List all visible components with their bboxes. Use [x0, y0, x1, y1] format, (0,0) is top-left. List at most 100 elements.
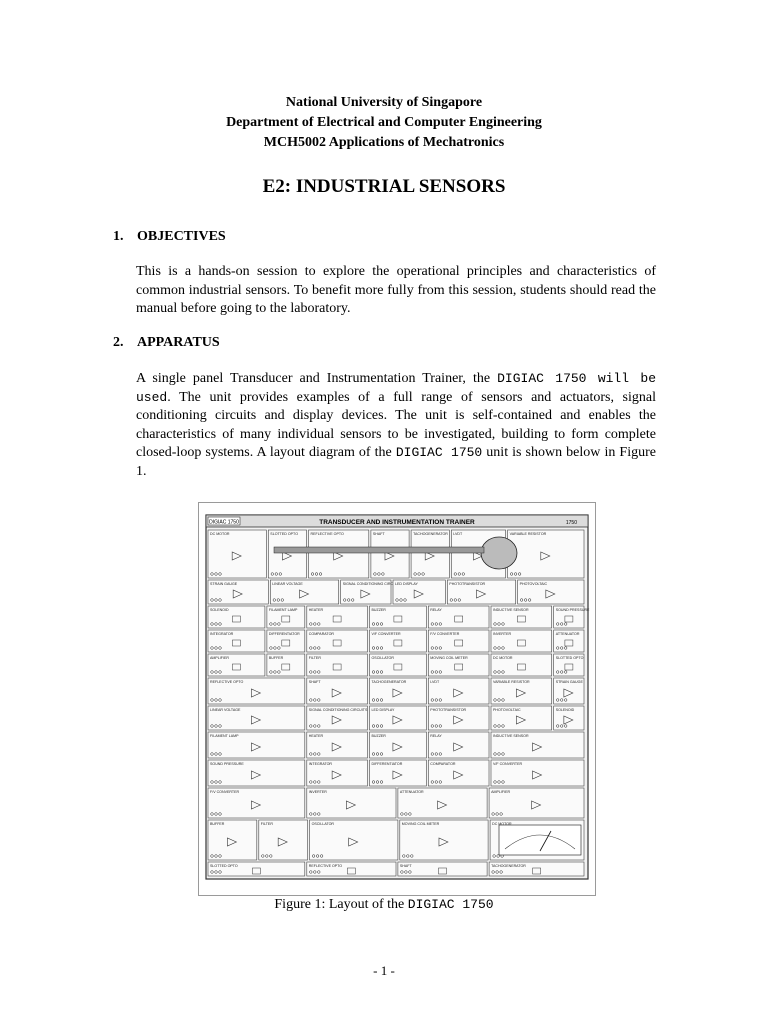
module-label: INTEGRATOR	[309, 762, 333, 766]
socket	[438, 670, 442, 674]
socket	[449, 598, 453, 602]
module-symbol	[540, 551, 551, 561]
module-label: LED DISPLAY	[395, 582, 419, 586]
university-name: National University of Singapore	[285, 95, 483, 110]
socket	[379, 698, 384, 702]
module-symbol	[332, 663, 342, 671]
module-label: SHAFT	[373, 532, 386, 536]
socket	[434, 698, 438, 702]
socket	[269, 622, 273, 626]
socket	[564, 724, 568, 728]
module-box	[306, 629, 368, 653]
module-box	[428, 629, 490, 653]
module-symbol	[331, 742, 342, 752]
module-symbol	[231, 551, 242, 561]
figure-1: DIGIAC 1750 TRANSDUCER AND INSTRUMENTATI…	[198, 502, 596, 896]
socket	[318, 572, 323, 576]
module-symbol	[331, 715, 342, 725]
module-box	[490, 653, 553, 677]
module-label: RELAY	[430, 734, 442, 738]
socket	[214, 780, 218, 784]
module-box	[447, 579, 517, 605]
module-symbol	[252, 867, 261, 875]
socket	[309, 780, 313, 784]
module-symbol	[532, 867, 541, 875]
socket	[277, 622, 281, 626]
socket	[492, 854, 496, 858]
module-symbol	[453, 688, 464, 698]
socket	[317, 646, 321, 650]
socket	[218, 598, 222, 602]
module-box	[553, 629, 585, 653]
module-label: MOVING COIL METER	[430, 656, 468, 660]
socket	[371, 646, 376, 650]
socket	[269, 854, 273, 858]
module-symbol	[360, 589, 371, 599]
socket	[280, 598, 284, 602]
module-symbol	[532, 770, 543, 780]
module-label: DC MOTOR	[210, 532, 230, 536]
module-box	[553, 653, 585, 677]
panel-mark: DIGIAC 1750	[209, 520, 239, 526]
module-symbol	[281, 639, 291, 647]
module-label: PHOTOTRANSISTOR	[430, 708, 466, 712]
socket	[214, 622, 218, 626]
module-symbol	[437, 800, 448, 810]
module-box	[428, 759, 490, 787]
socket	[278, 572, 282, 576]
module-symbol	[517, 615, 526, 623]
module-symbol	[333, 551, 344, 561]
socket	[430, 752, 434, 756]
module-symbol	[331, 688, 342, 698]
socket	[218, 572, 222, 576]
socket	[556, 670, 560, 674]
module-symbol	[232, 615, 241, 623]
module-label: LVDT	[453, 532, 463, 536]
module-symbol	[545, 589, 556, 599]
section-heading-objectives: 1.OBJECTIVES	[113, 229, 226, 245]
socket	[351, 598, 355, 602]
module-label: ATTENUATOR	[556, 632, 580, 636]
socket	[438, 752, 442, 756]
module-box	[553, 605, 585, 629]
module-symbol	[232, 589, 243, 599]
socket	[214, 752, 218, 756]
socket	[309, 724, 313, 728]
socket	[214, 646, 218, 650]
module-label: DC MOTOR	[492, 822, 512, 826]
module-label: SHAFT	[309, 680, 322, 684]
meter-needle	[539, 830, 552, 852]
socket	[402, 854, 406, 858]
socket	[399, 598, 403, 602]
caption-code: DIGIAC 1750	[407, 897, 494, 912]
socket	[314, 572, 319, 576]
module-label: STRAIN GAUGE	[556, 680, 584, 684]
module-symbol	[517, 639, 526, 647]
socket	[218, 854, 222, 858]
module-label: SOUND PRESSURE	[210, 762, 244, 766]
module-label: BUFFER	[269, 656, 284, 660]
module-label: FILTER	[309, 656, 322, 660]
socket	[493, 752, 497, 756]
socket	[210, 698, 214, 702]
socket	[317, 870, 321, 874]
socket	[317, 698, 321, 702]
apparatus-text-2: . The unit provides examples of a full r…	[136, 389, 656, 461]
socket	[218, 870, 222, 874]
socket	[309, 646, 313, 650]
socket	[313, 646, 317, 650]
socket	[313, 724, 317, 728]
module-label: INVERTER	[309, 790, 328, 794]
socket	[560, 698, 564, 702]
socket	[556, 646, 560, 650]
socket	[493, 670, 497, 674]
module-label: BUZZER	[372, 608, 387, 612]
socket	[499, 870, 503, 874]
socket	[404, 870, 408, 874]
socket	[501, 780, 505, 784]
socket	[501, 724, 505, 728]
module-label: COMPARATOR	[430, 762, 456, 766]
module-label: SLOTTED OPTO	[210, 864, 238, 868]
module-label: PHOTOVOLTAIC	[493, 708, 521, 712]
